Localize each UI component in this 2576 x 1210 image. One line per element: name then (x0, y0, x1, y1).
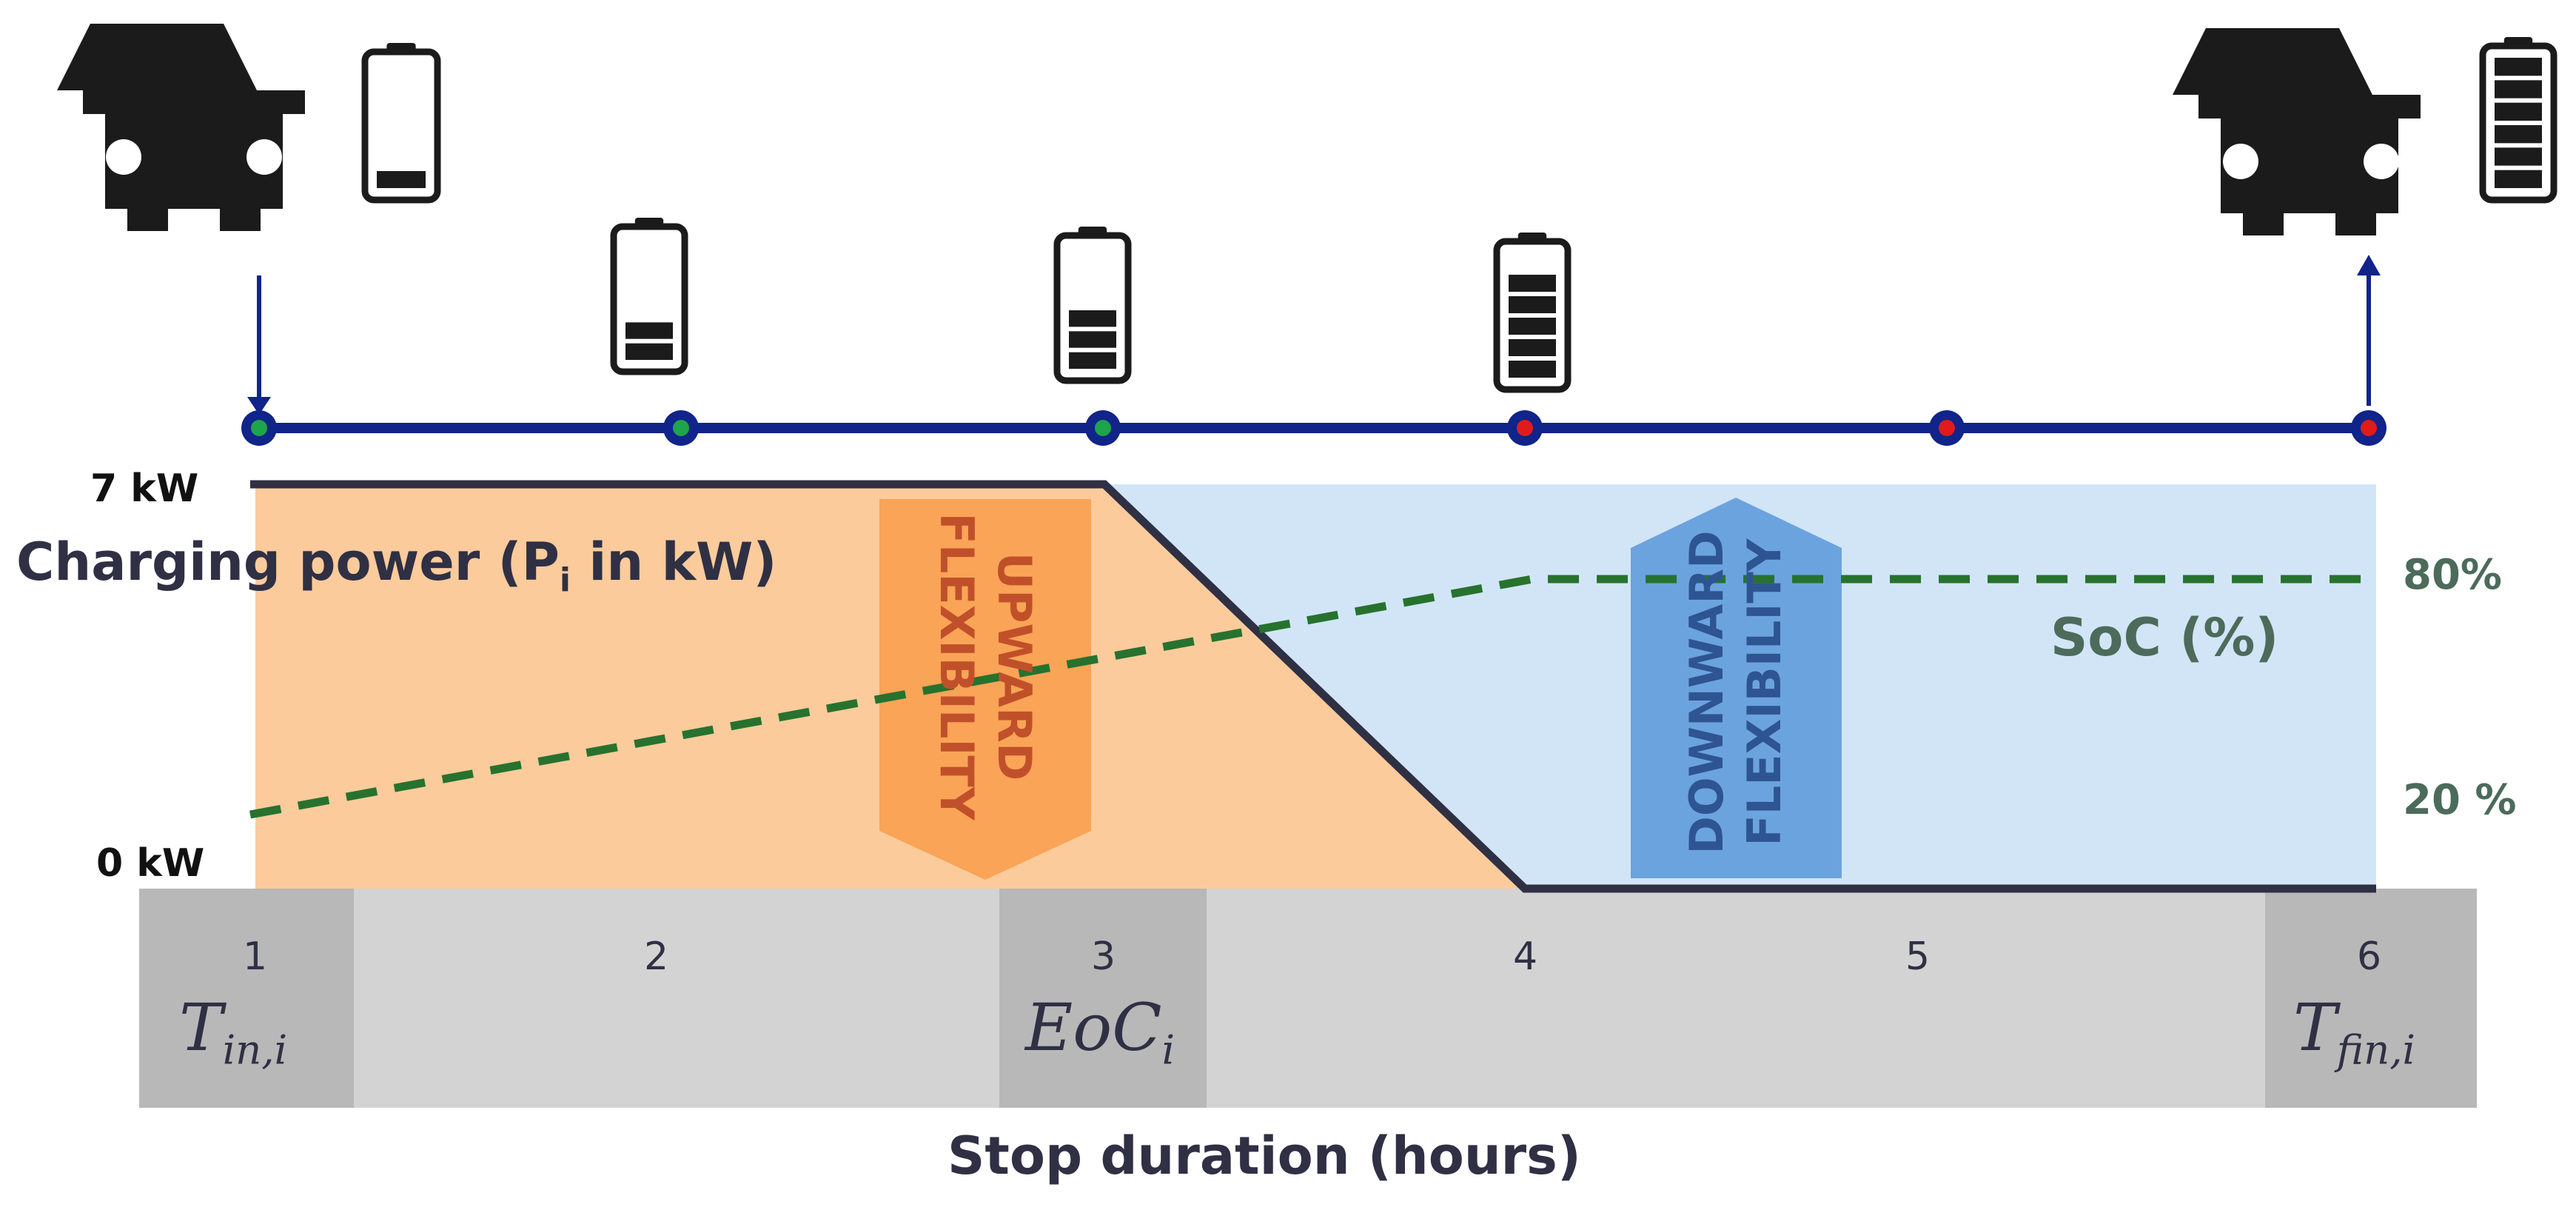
departure-arrow (2357, 255, 2381, 406)
battery-cell (2495, 102, 2542, 121)
battery-cell (625, 343, 673, 360)
battery-cell (2495, 147, 2542, 166)
upward-flexibility-label: UPWARD FLEXIBILITY (928, 512, 1043, 820)
t-fin-marker: Tfin,i (2293, 989, 2415, 1074)
soc-high-label: 80% (2403, 551, 2503, 599)
battery-cell (1509, 275, 1556, 292)
downward-flexibility-label: DOWNWARD FLEXIBILITY (1678, 530, 1794, 854)
timeline-dot-1-green-indicator (251, 420, 267, 436)
battery-cell (2495, 125, 2542, 144)
soc-line (249, 575, 2376, 819)
timeline-dots (241, 410, 2387, 446)
battery-cell (2495, 58, 2542, 76)
x-tick-3: 3 (1091, 935, 1116, 979)
t-in-marker: Tin,i (179, 989, 287, 1074)
battery-hour2-icon (610, 218, 688, 375)
soc-low-label: 20 % (2403, 776, 2517, 824)
x-axis-title: Stop duration (hours) (947, 1126, 1581, 1186)
x-tick-6: 6 (2357, 935, 2382, 979)
upward-flexibility-arrow (879, 499, 1091, 880)
x-tick-2: 2 (644, 935, 669, 979)
arrival-car-icon (57, 24, 305, 231)
eoc-sub: i (1161, 1026, 1175, 1074)
arrival-arrow (247, 275, 271, 415)
battery-arrival-icon (361, 43, 441, 204)
downward-flexibility-arrow (1631, 498, 1842, 878)
y-axis-title-suffix: in kW) (571, 532, 777, 592)
timeline-dot-6-red-indicator (2361, 420, 2377, 436)
timeline-dot-5-red-indicator (1939, 420, 1955, 436)
upward-line1: UPWARD (987, 552, 1042, 781)
t-fin-sub: fin,i (2336, 1026, 2416, 1074)
t-in-base: T (179, 989, 223, 1066)
battery-cell (1509, 361, 1556, 378)
battery-cell (1509, 318, 1556, 335)
t-fin-cell (2265, 889, 2477, 1108)
y-axis-title: Charging power (Pi in kW) (16, 532, 777, 599)
departure-car-icon (2173, 28, 2421, 235)
x-tick-4: 4 (1513, 935, 1538, 979)
battery-cell (377, 171, 426, 188)
t-in-sub: in,i (222, 1026, 288, 1074)
y-axis-title-prefix: Charging power (P (16, 532, 560, 592)
battery-hour3-icon (1053, 227, 1132, 384)
eoc-cell (999, 889, 1207, 1108)
x-tick-5: 5 (1905, 935, 1931, 979)
downward-line1: DOWNWARD (1680, 530, 1734, 855)
timeline-dot-4-red-indicator (1517, 420, 1533, 436)
battery-cell (1509, 296, 1556, 313)
timeline-dot-3-green-indicator (1095, 420, 1111, 436)
eoc-base: EoC (1025, 989, 1162, 1066)
battery-cell (1069, 310, 1116, 327)
battery-cell (1069, 331, 1116, 348)
y-axis-title-sub: i (559, 561, 571, 599)
eoc-marker: EoCi (1025, 989, 1175, 1074)
timeline-dot-2-green-indicator (673, 420, 689, 436)
upward-line2: FLEXIBILITY (930, 512, 984, 820)
downward-line2: FLEXIBILITY (1737, 538, 1791, 846)
battery-cell (625, 322, 673, 339)
soc-label: SoC (%) (2050, 607, 2279, 668)
battery-cell (2495, 80, 2542, 98)
battery-hour4-icon (1493, 233, 1572, 393)
battery-cell (1069, 352, 1116, 369)
battery-cell (2495, 170, 2542, 188)
y-min-label: 0 kW (96, 841, 205, 886)
t-in-cell (139, 889, 354, 1108)
t-fin-base: T (2293, 989, 2337, 1066)
charging-power-line (250, 480, 2376, 893)
battery-departure-icon (2479, 37, 2557, 204)
time-band (139, 889, 2477, 1108)
x-tick-1: 1 (243, 935, 268, 979)
battery-cell (1509, 339, 1556, 356)
y-max-label: 7 kW (90, 467, 199, 511)
